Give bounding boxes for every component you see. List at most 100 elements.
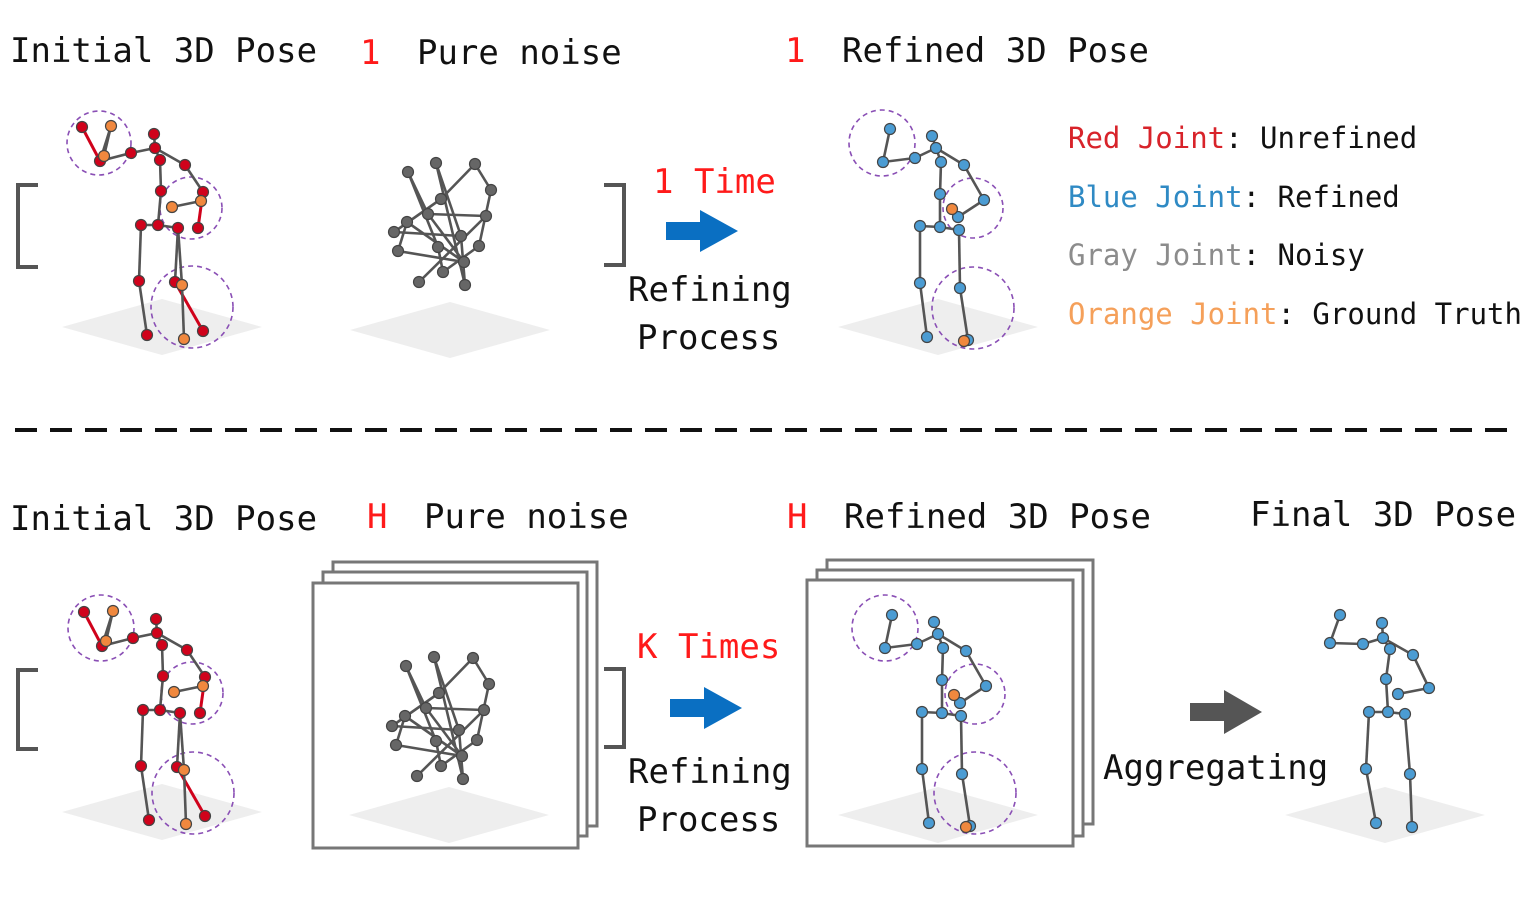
bottom-initial-circle-arm bbox=[67, 594, 135, 662]
bone bbox=[1411, 654, 1431, 689]
joint bbox=[167, 685, 181, 699]
top-refined-skeleton bbox=[876, 122, 991, 348]
joint bbox=[1383, 642, 1397, 656]
joint bbox=[193, 706, 207, 720]
joint bbox=[913, 276, 927, 290]
joint bbox=[136, 703, 150, 717]
joint bbox=[952, 223, 966, 237]
joint bbox=[922, 816, 936, 830]
bone bbox=[137, 280, 149, 336]
aggregate-arrow bbox=[1190, 690, 1262, 734]
legend-red-name: Red Joint bbox=[1068, 121, 1225, 155]
joint bbox=[482, 677, 496, 691]
bone bbox=[960, 773, 972, 827]
joint bbox=[75, 120, 89, 134]
joint bbox=[434, 192, 448, 206]
joint bbox=[457, 255, 471, 269]
joint bbox=[153, 153, 167, 167]
aggregate-label: Aggregating bbox=[1103, 748, 1328, 788]
joint bbox=[472, 239, 486, 253]
joint bbox=[151, 218, 165, 232]
joint bbox=[1362, 705, 1376, 719]
top-noise-label: Pure noise bbox=[417, 33, 622, 73]
joint bbox=[977, 193, 991, 207]
joint bbox=[1356, 637, 1370, 651]
bottom-times-label: K Times bbox=[637, 627, 780, 667]
joint bbox=[1406, 648, 1420, 662]
bottom-final-label: Final 3D Pose bbox=[1250, 495, 1516, 535]
bone bbox=[397, 249, 465, 264]
legend-row-gray: Gray Joint: Noisy bbox=[1068, 238, 1365, 272]
bone bbox=[964, 650, 988, 687]
bottom-initial-circle-leg bbox=[151, 751, 235, 835]
bottom-noise-title: H Pure noise bbox=[367, 497, 629, 537]
joint bbox=[434, 759, 448, 773]
joint bbox=[191, 221, 205, 235]
bottom-refined-frame-stack bbox=[805, 558, 1095, 848]
bone bbox=[1364, 768, 1378, 824]
joint bbox=[468, 157, 482, 171]
joint bbox=[1369, 816, 1383, 830]
bone bbox=[957, 229, 962, 289]
top-noise-count: 1 bbox=[360, 33, 380, 73]
bone bbox=[1408, 773, 1414, 828]
joint bbox=[124, 146, 138, 160]
joint bbox=[933, 187, 947, 201]
joint bbox=[933, 220, 947, 234]
bottom-refined-circle-leg bbox=[933, 751, 1017, 835]
joint bbox=[412, 275, 426, 289]
bone bbox=[178, 712, 186, 771]
joint bbox=[427, 650, 441, 664]
joint bbox=[142, 813, 156, 827]
top-initial-circle-leg bbox=[150, 265, 234, 349]
top-refined-title: 1 Refined 3D Pose bbox=[785, 31, 1149, 71]
joint bbox=[466, 651, 480, 665]
joint bbox=[148, 141, 162, 155]
bottom-refined-title: H Refined 3D Pose bbox=[787, 497, 1151, 537]
bone bbox=[426, 213, 466, 263]
bottom-process-line2: Process bbox=[637, 800, 780, 840]
joint bbox=[951, 210, 965, 224]
bottom-noise-count: H bbox=[367, 497, 387, 537]
top-initial-floor bbox=[62, 299, 262, 355]
joint bbox=[431, 240, 445, 254]
joint bbox=[477, 703, 491, 717]
joint bbox=[194, 194, 208, 208]
bone bbox=[182, 769, 188, 825]
joint bbox=[1391, 687, 1405, 701]
joint bbox=[915, 762, 929, 776]
top-refine-arrow bbox=[666, 210, 738, 252]
legend-row-orange: Orange Joint: Ground Truth bbox=[1068, 297, 1522, 331]
joint bbox=[177, 332, 191, 346]
joint bbox=[878, 641, 892, 655]
joint bbox=[155, 638, 169, 652]
top-refined-circle-hand bbox=[942, 177, 1004, 239]
bone bbox=[139, 765, 151, 821]
joint bbox=[484, 183, 498, 197]
joint bbox=[935, 706, 949, 720]
joint bbox=[908, 151, 922, 165]
joint bbox=[429, 734, 443, 748]
bottom-initial-label: Initial 3D Pose bbox=[10, 499, 317, 539]
joint bbox=[399, 659, 413, 673]
top-refined-count: 1 bbox=[785, 31, 805, 71]
top-process-line2: Process bbox=[637, 318, 780, 358]
joint bbox=[147, 127, 161, 141]
joint bbox=[429, 156, 443, 170]
joint bbox=[936, 641, 950, 655]
bottom-initial-circle-hand bbox=[160, 661, 224, 725]
joint bbox=[931, 627, 945, 641]
joint bbox=[1381, 705, 1395, 719]
joint bbox=[883, 122, 897, 136]
bone bbox=[406, 171, 440, 248]
joint bbox=[885, 608, 899, 622]
joint bbox=[1323, 636, 1337, 650]
legend-row-red: Red Joint: Unrefined bbox=[1068, 121, 1417, 155]
joint bbox=[955, 767, 969, 781]
top-times-label: 1 Time bbox=[653, 162, 776, 202]
top-initial-skeleton bbox=[75, 119, 210, 346]
bottom-initial-floor bbox=[62, 784, 262, 840]
joint bbox=[432, 686, 446, 700]
joint bbox=[126, 631, 140, 645]
top-noise-floor bbox=[350, 302, 550, 358]
